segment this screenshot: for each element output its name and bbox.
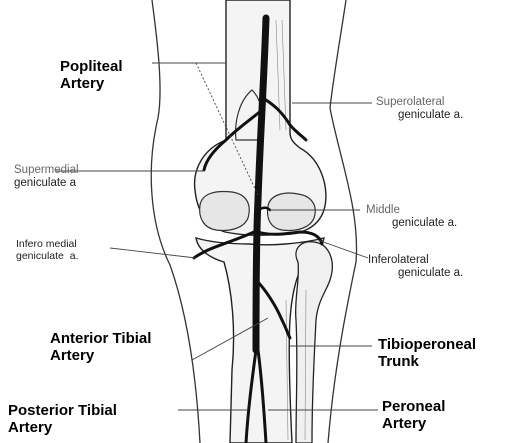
tibioperoneal-trunk-label: Tibioperoneal Trunk xyxy=(378,336,476,371)
superolateral-label-line2: geniculate a. xyxy=(376,109,463,122)
anterior-tibial-label-line2: Artery xyxy=(50,347,151,364)
peroneal-artery-label: Peroneal Artery xyxy=(382,398,445,433)
supermedial-geniculate-label: Supermedial geniculate a xyxy=(14,164,79,190)
peroneal-label-line1: Peroneal xyxy=(382,398,445,415)
inferolateral-geniculate-label: Inferolateral geniculate a. xyxy=(368,254,463,280)
anterior-tibial-label-line1: Anterior Tibial xyxy=(50,330,151,347)
superolateral-geniculate-label: Superolateral geniculate a. xyxy=(376,96,463,122)
tibioperoneal-label-line2: Trunk xyxy=(378,353,476,370)
supermedial-label-line1: Supermedial xyxy=(14,164,79,177)
fibula xyxy=(296,242,333,443)
middle-geniculate-label: Middle geniculate a. xyxy=(366,204,457,230)
popliteal-label-line1: Popliteal xyxy=(60,58,123,75)
posterior-tibial-label-line2: Artery xyxy=(8,419,117,436)
inferomedial-label-line1: Infero medial xyxy=(16,238,78,250)
popliteal-label-line2: Artery xyxy=(60,75,123,92)
middle-label-line1: Middle xyxy=(366,204,457,217)
inferolateral-label-line2: geniculate a. xyxy=(368,267,463,280)
inferomedial-geniculate-label: Infero medial geniculate a. xyxy=(16,238,78,262)
peroneal-label-line2: Artery xyxy=(382,415,445,432)
anterior-tibial-artery-label: Anterior Tibial Artery xyxy=(50,330,151,365)
tibioperoneal-label-line1: Tibioperoneal xyxy=(378,336,476,353)
supermedial-label-line2: geniculate a xyxy=(14,177,79,190)
posterior-tibial-label-line1: Posterior Tibial xyxy=(8,402,117,419)
superolateral-label-line1: Superolateral xyxy=(376,96,463,109)
middle-label-line2: geniculate a. xyxy=(366,217,457,230)
inferolateral-label-line1: Inferolateral xyxy=(368,254,463,267)
inferomedial-label-line2: geniculate a. xyxy=(16,250,78,262)
popliteal-artery-label: Popliteal Artery xyxy=(60,58,123,93)
posterior-tibial-artery-label: Posterior Tibial Artery xyxy=(8,402,117,437)
